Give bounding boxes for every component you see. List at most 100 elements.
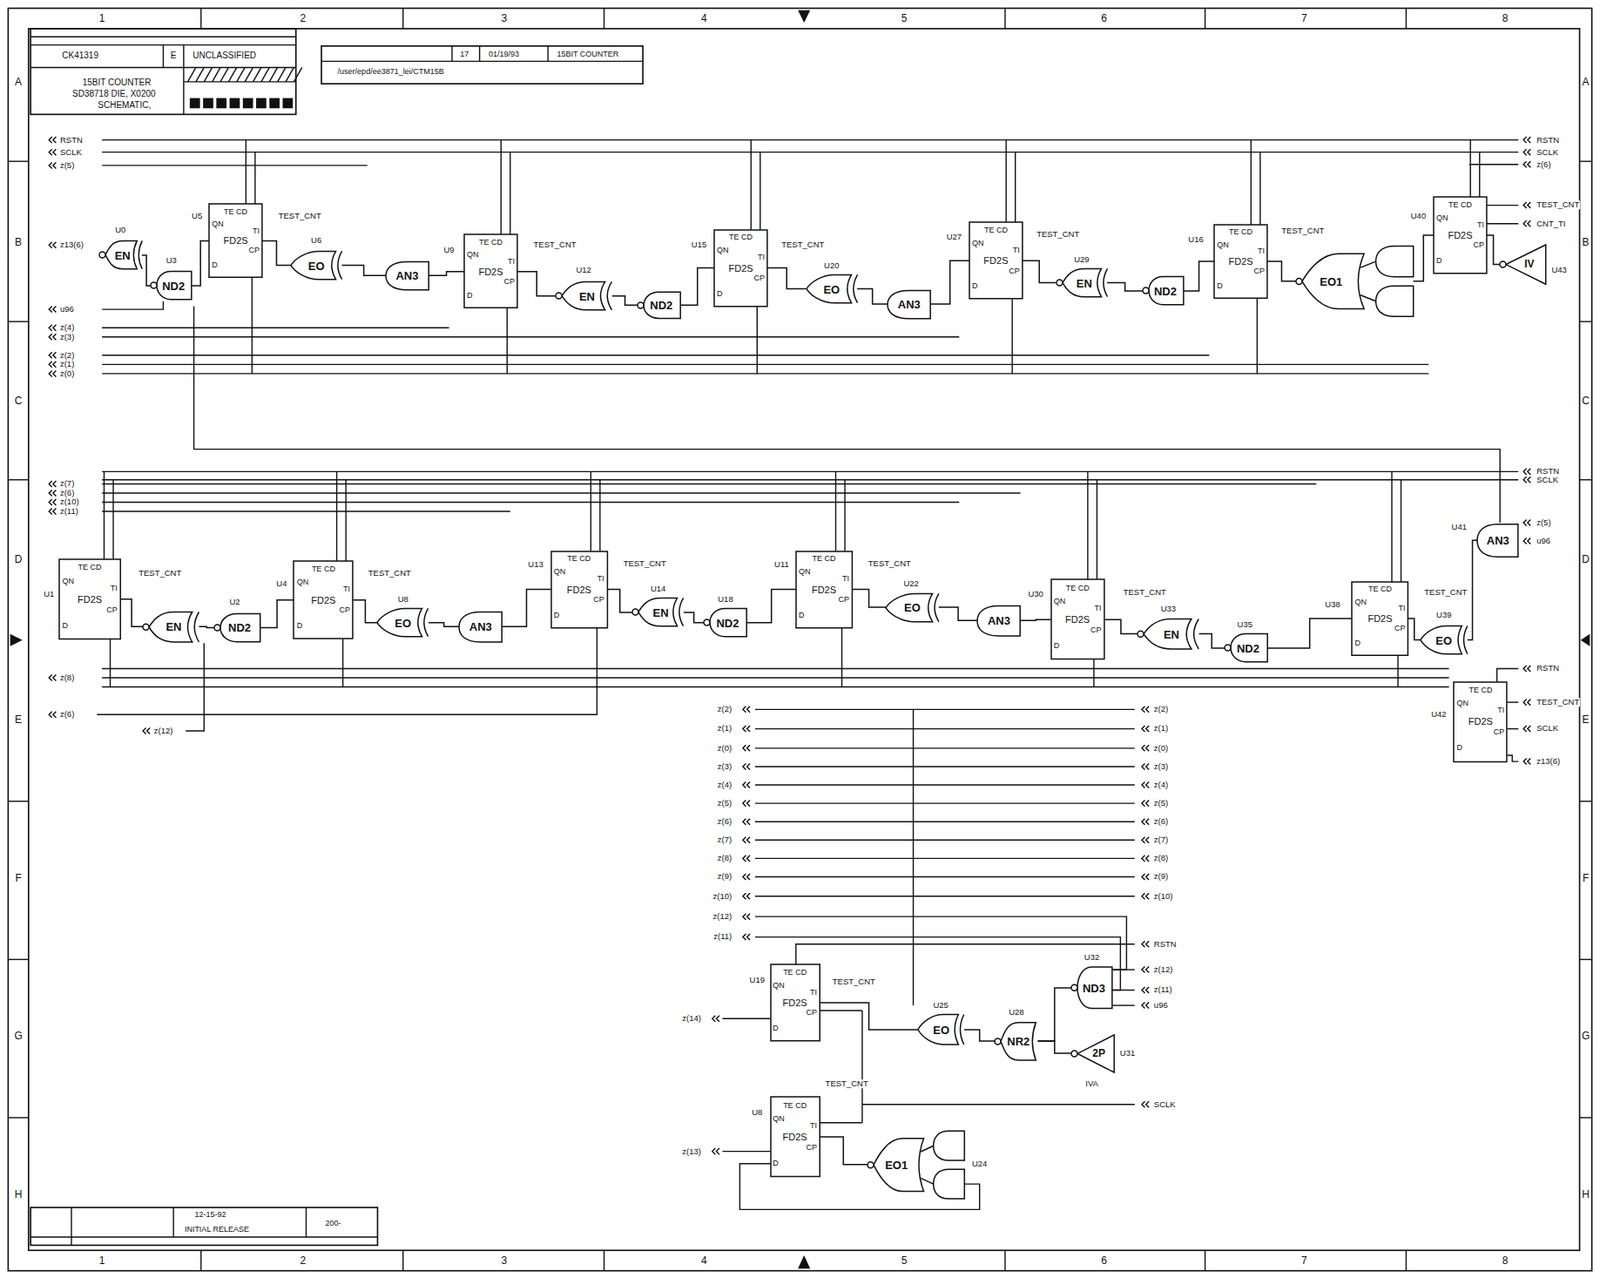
- connector-chevron: [1523, 161, 1527, 168]
- cell-name: FD2S: [1447, 230, 1472, 241]
- logic-gate: IV: [1499, 243, 1546, 286]
- connector-chevron: [1146, 706, 1150, 713]
- connector-chevron: [48, 370, 53, 377]
- grid-tick: [1579, 1116, 1593, 1118]
- inversion-bubble: [142, 623, 149, 630]
- logic-gate: ND2: [1224, 632, 1268, 663]
- signal-label: U28: [1007, 1007, 1025, 1017]
- flip-flop: FD2STE CDQNTICPD: [969, 222, 1023, 299]
- pin-name: QN: [716, 246, 730, 255]
- pin-name: TE CD: [567, 554, 591, 563]
- gate-outline: [932, 1130, 965, 1161]
- grid-reference: 7: [1300, 13, 1309, 24]
- grid-tick: [1579, 161, 1593, 163]
- connector-chevron: [747, 725, 751, 732]
- connector-chevron: [1527, 161, 1532, 168]
- wire: [1478, 152, 1480, 198]
- connector-chevron: [747, 782, 751, 789]
- signal-label: z(5): [1153, 798, 1169, 808]
- logic-gate: EO1: [867, 1127, 965, 1202]
- wire: [112, 479, 114, 560]
- signal-label: u96: [59, 304, 75, 314]
- connector-chevron: [1146, 1002, 1150, 1009]
- signal-wire: [1267, 261, 1297, 282]
- grid-tick: [1204, 1249, 1206, 1270]
- gate-outline: [194, 611, 199, 642]
- title-cell: [216, 98, 227, 109]
- signal-label: U11: [773, 560, 790, 569]
- inversion-bubble: [1056, 279, 1063, 286]
- connector-chevron: [742, 782, 747, 789]
- logic-gate: EO: [377, 607, 429, 638]
- signal-label: TEST_CNT: [780, 240, 825, 250]
- signal-label: SCLK: [1153, 1100, 1177, 1109]
- wire: [861, 1010, 863, 1123]
- grid-reference: 7: [1300, 1255, 1309, 1266]
- wire: [1112, 989, 1135, 991]
- wire: [101, 492, 1020, 493]
- signal-label: TEST_CNT: [533, 240, 578, 250]
- wire: [755, 728, 1135, 730]
- signal-label: z(5): [1535, 518, 1552, 527]
- connector-chevron: [48, 675, 53, 682]
- flip-flop: FD2STE CDQNTICPD: [464, 234, 518, 308]
- gate-outline: [1000, 1021, 1036, 1060]
- signal-wire: [1267, 618, 1352, 649]
- wire: [344, 479, 346, 562]
- signal-label: U16: [1187, 236, 1204, 245]
- connector-chevron: [48, 711, 53, 718]
- gate-outline: [1477, 523, 1519, 557]
- grid-reference: B: [13, 236, 23, 248]
- signal-label: U9: [442, 245, 455, 255]
- pin-name: TI: [810, 987, 817, 996]
- title-hatch: [293, 67, 302, 82]
- gate-outline: [960, 1014, 965, 1045]
- gate-outline: [385, 261, 429, 290]
- logic-gate: ND2: [1142, 275, 1184, 306]
- logic-gate: EO: [290, 249, 343, 281]
- connector-chevron: [715, 1147, 720, 1155]
- wire: [1497, 668, 1519, 682]
- gate-outline: [1420, 625, 1462, 654]
- connector-chevron: [1141, 940, 1146, 947]
- wire: [101, 471, 1519, 473]
- connector-chevron: [1523, 468, 1527, 475]
- wire: [759, 152, 761, 230]
- gate-outline: [290, 250, 337, 279]
- connector-chevron: [1146, 873, 1150, 880]
- connector-chevron: [1141, 966, 1146, 973]
- gate-name: EN: [165, 621, 182, 633]
- connector-chevron: [742, 873, 747, 880]
- signal-label: U39: [1435, 611, 1452, 621]
- signal-label: U2: [228, 597, 241, 607]
- connector-chevron: [1146, 818, 1150, 825]
- wire: [755, 895, 1135, 897]
- signal-label: TEST_CNT: [824, 1079, 870, 1088]
- signal-wire: [262, 240, 291, 265]
- wire: [185, 642, 204, 731]
- gate-outline: [1194, 618, 1200, 649]
- wire: [101, 668, 1449, 669]
- pin-name: QN: [211, 220, 224, 229]
- signal-label: U25: [931, 1000, 949, 1010]
- inversion-bubble: [1142, 287, 1149, 294]
- grid-reference: D: [1580, 553, 1591, 565]
- flip-flop: FD2STE CDQNTICPD: [1214, 224, 1268, 298]
- signal-label: z(2): [1153, 704, 1169, 714]
- connector-chevron: [747, 892, 751, 899]
- signal-label: U6: [310, 236, 323, 246]
- logic-gate: EN: [1056, 267, 1108, 298]
- signal-label: z(12): [712, 911, 734, 921]
- pin-name: TI: [810, 1121, 817, 1130]
- gate-name: EO: [308, 259, 325, 271]
- grid-tick: [1204, 7, 1206, 28]
- signal-label: z(6): [1535, 160, 1552, 169]
- title-rule: [30, 1235, 378, 1237]
- title-cell: [283, 98, 294, 109]
- title-cell: [229, 98, 241, 109]
- gate-name: EO: [394, 616, 412, 628]
- connector-chevron: [53, 361, 57, 368]
- title-block-text: E: [169, 51, 178, 61]
- grid-reference: C: [1580, 395, 1591, 406]
- logic-gate: EO: [1420, 624, 1468, 655]
